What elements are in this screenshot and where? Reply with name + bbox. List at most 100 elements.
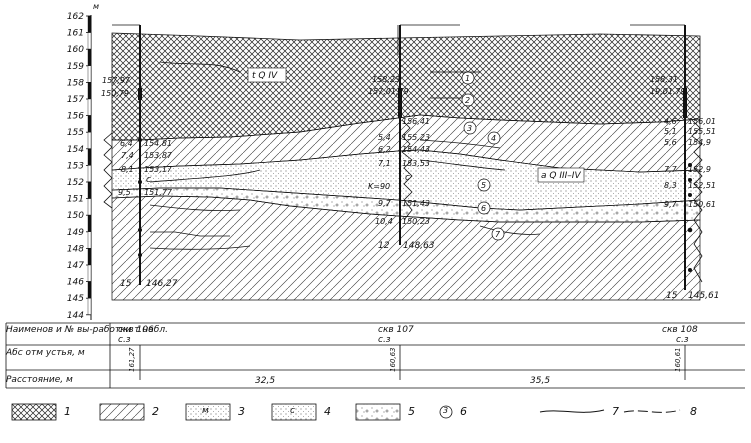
legend-swatch-gravel xyxy=(355,403,401,421)
lens-line xyxy=(419,139,501,149)
well-106-elev: 154,81 xyxy=(144,139,172,148)
well-106 xyxy=(112,24,142,285)
axis-tick-label: 156 xyxy=(67,112,84,122)
well-106-depth: 9,5 xyxy=(118,188,131,197)
legend-label: 6 xyxy=(460,405,467,418)
well-107-elev: 155,23 xyxy=(402,133,430,142)
well-107-k: K=90 xyxy=(368,182,390,191)
axis-scale-block xyxy=(87,298,92,316)
distance-106-107: 32,5 xyxy=(255,376,276,386)
axis-tick-label: 161 xyxy=(67,29,84,39)
legend-label: 1 xyxy=(64,405,71,418)
legend-line-8 xyxy=(623,409,681,413)
well-106-depth: 8,1 xyxy=(121,165,134,174)
well-107-depth: 5,4 xyxy=(378,133,391,142)
well-106-sub: с.з xyxy=(118,335,131,345)
well-108-sub: с.з xyxy=(676,335,689,345)
axis-scale-block xyxy=(87,264,92,282)
well-107-wall xyxy=(401,119,413,221)
well-108-elev: 154,9 xyxy=(688,138,711,147)
legend-line-7 xyxy=(539,409,605,413)
axis-scale-block xyxy=(87,82,92,100)
axis-scale-block xyxy=(87,131,92,149)
well-107-elev: 153,53 xyxy=(402,159,430,168)
legend-m-letter: м xyxy=(202,406,209,416)
well-106-depth: 7,4 xyxy=(121,151,134,160)
well-108-depth: 7,7 xyxy=(664,165,678,174)
axis-tick-label: 158 xyxy=(67,78,84,88)
well-107 xyxy=(397,24,460,245)
axis-tick-label: 145 xyxy=(67,294,84,304)
axis-unit-label: м xyxy=(93,2,99,11)
well-107-elev: 154,43 xyxy=(402,145,430,154)
well-108-depth: 15 xyxy=(666,291,678,301)
well-108-depth: 4,6 xyxy=(664,117,677,126)
layer-number-markers: 1 2 3 4 5 6 7 xyxy=(461,71,505,241)
well-108-depth: 5,1 xyxy=(664,127,677,136)
legend-label: 4 xyxy=(324,405,331,418)
well-108-water: 19,01,79 xyxy=(650,87,686,96)
row-label-distance: Расстояние, м xyxy=(6,375,73,385)
well-107-top: 158,23 xyxy=(372,75,400,84)
legend-label: 7 xyxy=(612,405,619,418)
row-label-well-name: Наименов и № вы-работки т набл. xyxy=(6,325,168,335)
well-106-sand-mark: c xyxy=(146,175,151,185)
well-107-sand-mark: c xyxy=(405,173,410,183)
axis-scale-block xyxy=(87,49,92,67)
layer-number: 6 xyxy=(481,204,486,213)
elevation-axis: 1621611601591581571561551541531521511501… xyxy=(67,12,92,321)
axis-scale-block xyxy=(87,165,92,183)
axis-tick-label: 154 xyxy=(67,145,84,155)
well-107-depth: 6,2 xyxy=(378,145,391,154)
axis-tick-label: 146 xyxy=(67,278,84,288)
well-107-elev: 148,63 xyxy=(403,241,435,251)
axis-tick-label: 153 xyxy=(67,161,84,171)
info-table xyxy=(5,322,745,389)
layer-number: 5 xyxy=(481,181,486,190)
well-107-elev: 156,41 xyxy=(402,117,430,126)
well-108-depth: 9,7 xyxy=(664,200,678,209)
layer-label-box-middle xyxy=(537,167,585,183)
layer-number: 3 xyxy=(467,124,472,133)
legend xyxy=(11,403,681,421)
lens-line xyxy=(159,61,241,73)
axis-scale-block xyxy=(87,181,92,199)
well-108-elev: 155,51 xyxy=(688,127,716,136)
well-106-depth: 15 xyxy=(120,279,132,289)
well-108-depth: 5,6 xyxy=(664,138,677,147)
axis-scale-block xyxy=(87,231,92,249)
axis-tick-label: 152 xyxy=(67,178,84,188)
lens-line xyxy=(419,159,506,171)
layer-label-top: t Q IV xyxy=(252,71,278,81)
distance-107-108: 35,5 xyxy=(530,376,551,386)
axis-scale-block xyxy=(87,32,92,50)
well-106-wall xyxy=(103,132,113,209)
well-108-elev: 152,51 xyxy=(688,181,716,190)
well-106-name: скв 106 xyxy=(118,325,154,335)
well-108-elev: 145,61 xyxy=(688,291,720,301)
legend-label: 8 xyxy=(690,405,697,418)
well-108 xyxy=(630,24,693,290)
legend-label: 2 xyxy=(152,405,159,418)
axis-tick-label: 148 xyxy=(67,244,84,254)
well-106-elev: 153,17 xyxy=(144,165,173,174)
axis-tick-label: 144 xyxy=(67,311,84,321)
lens-line xyxy=(149,245,251,250)
axis-tick-label: 150 xyxy=(67,211,84,221)
well-108-depth: 8,3 xyxy=(664,181,677,190)
legend-label: 5 xyxy=(408,405,415,418)
axis-tick-label: 160 xyxy=(67,45,84,55)
well-106-depth: 6,4 xyxy=(120,139,133,148)
axis-tick-label: 147 xyxy=(67,261,84,271)
well-108-top: 158,31 xyxy=(650,75,678,84)
well-108-elev: 152,9 xyxy=(688,165,711,174)
axis-tick-label: 157 xyxy=(67,95,84,105)
lens-line xyxy=(149,204,241,211)
axis-tick-label: 155 xyxy=(67,128,84,138)
axis-tick-label: 162 xyxy=(67,12,84,22)
axis-scale-block xyxy=(87,214,92,232)
axis-scale-block xyxy=(87,65,92,83)
axis-scale-block xyxy=(87,115,92,133)
well-107-depth: 12 xyxy=(378,241,390,251)
